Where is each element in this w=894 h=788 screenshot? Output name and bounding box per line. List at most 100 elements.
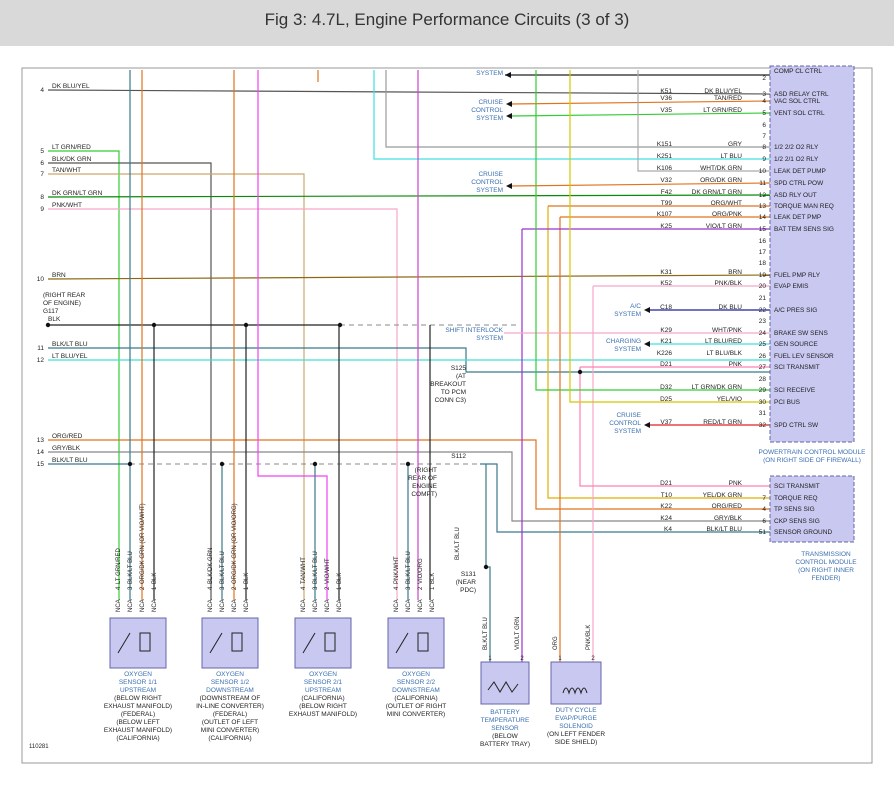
sensor-wire-label: BLK/LT BLU	[220, 551, 226, 584]
sensor-wire-label: BLK	[337, 573, 343, 584]
tcm-title: TRANSMISSION	[801, 551, 851, 558]
sensor-wire-label: PNK/WHT	[394, 556, 400, 584]
wire-color-label: ORG/WHT	[711, 200, 742, 207]
pin-number: 26	[759, 353, 767, 360]
batt-sensor-label: (BELOW	[492, 733, 519, 740]
pin-number: 6	[762, 122, 766, 129]
wire-color-label: WHT/PNK	[712, 327, 743, 334]
sensor-wire-label: BLK	[430, 573, 436, 584]
sensor-wire-label: BLK/DK GRN	[208, 548, 214, 584]
sensor-pin-number: 4	[208, 586, 214, 590]
sensor-pin-number: 2	[325, 586, 331, 590]
splice-label-s131: S131	[461, 571, 477, 578]
connector-nca-label: NCA	[301, 599, 307, 612]
wire-lt-grn-red	[48, 150, 120, 600]
sensor-wire-label: BLK/LT BLU	[128, 551, 134, 584]
system-label-sys-cruise2: CRUISE	[478, 171, 503, 178]
pin-function: TORQUE REQ	[774, 495, 818, 502]
sensor-label-o2-21: OXYGEN	[309, 671, 337, 678]
thermistor-icon	[487, 681, 519, 693]
left-pin-wire-label: LT BLU/YEL	[52, 353, 88, 360]
sensor-pin-number: 3	[128, 586, 134, 590]
splice-wire-label: BLK/LT BLU	[455, 527, 461, 560]
sensor-label-o2-21: (CALIFORNIA)	[301, 695, 344, 702]
pin-function: TORQUE MAN REQ	[774, 203, 834, 210]
wire-color-label: YEL/DK GRN	[703, 492, 743, 499]
pin-number: 12	[759, 192, 767, 199]
pin-function: SCI TRANSMIT	[774, 364, 820, 371]
wire-color-label: RED/LT GRN	[703, 419, 742, 426]
batt-sensor-label: BATTERY	[490, 709, 520, 716]
arrow-icon	[644, 422, 650, 428]
connector-nca-label: NCA	[418, 599, 424, 612]
sensor-element-icon	[302, 632, 316, 654]
sensor-label-o2-11: EXHAUST MANIFOLD)	[104, 727, 172, 734]
pin-function: SPD CTRL SW	[774, 422, 819, 429]
wire-color-label: DK BLU	[719, 304, 743, 311]
wire-gry-blk	[48, 451, 770, 522]
pin-number: 2	[762, 75, 766, 82]
pin-function: PCI BUS	[774, 399, 801, 406]
left-pin-number: 13	[37, 437, 45, 444]
sensor-label-o2-21: SENSOR 2/1	[304, 679, 343, 686]
splice-label-s112-note: ENGINE	[412, 483, 438, 490]
wire-pnk-tcm	[579, 367, 770, 487]
pin-number: 32	[759, 422, 767, 429]
pcm-module	[769, 65, 855, 443]
system-label-sys-ac: SYSTEM	[614, 311, 641, 318]
wire-pnk-wht	[48, 208, 398, 600]
heater-icon	[417, 632, 429, 652]
pin-number: 30	[759, 399, 767, 406]
sensor-label-o2-12: DOWNSTREAM	[206, 687, 254, 694]
connector-nca-label: NCA	[128, 599, 134, 612]
wire-lt-grn-red-v35	[509, 112, 771, 117]
splice-label-s125: BREAKOUT	[430, 381, 466, 388]
pin-function: SCI RECEIVE	[774, 387, 816, 394]
splice-s125-dot	[577, 369, 583, 375]
sensor-label-o2-21: UPSTREAM	[305, 687, 341, 694]
circuit-code: C18	[660, 304, 672, 311]
circuit-code: D21	[660, 361, 672, 368]
circuit-code: K251	[657, 153, 673, 160]
wire-tan-wht	[48, 173, 305, 600]
circuit-code: K22	[660, 503, 672, 510]
connector-nca-label: NCA	[116, 599, 122, 612]
page-title: Fig 3: 4.7L, Engine Performance Circuits…	[264, 10, 630, 29]
pin-number: 22	[759, 307, 767, 314]
pin-number: 13	[759, 203, 767, 210]
arrow-icon	[506, 101, 512, 107]
wire-yel-vio	[569, 70, 770, 403]
wire-dk-grn-lt-grn	[47, 194, 771, 198]
left-pin-wire-label: TAN/WHT	[52, 167, 81, 174]
system-label-sys-cruise2: CONTROL	[471, 179, 503, 186]
sensor-wire-label: VIO/WHT	[325, 558, 331, 584]
sensor-label-o2-12: (CALIFORNIA)	[208, 735, 251, 742]
arrow-icon	[505, 72, 511, 78]
circuit-code: V37	[660, 419, 672, 426]
circuit-code: K226	[657, 350, 673, 357]
pin-number: 20	[759, 283, 767, 290]
wire-org-dk-grn	[509, 182, 771, 187]
splice-dot	[405, 461, 411, 467]
left-pin-wire-label: DK BLU/YEL	[52, 83, 90, 90]
splice-label-s131: PDC)	[460, 587, 476, 594]
wire-color-label: ORG/RED	[712, 503, 743, 510]
heater-icon	[231, 632, 243, 652]
evap-label: (ON LEFT FENDER	[547, 731, 605, 738]
arrow-icon	[644, 307, 650, 313]
splice-dot	[151, 322, 157, 328]
pin-number: 25	[759, 341, 767, 348]
circuit-code: D25	[660, 396, 672, 403]
splice-label-s125: CONN C3)	[435, 397, 466, 404]
pin-number: 19	[759, 272, 767, 279]
arrow-icon	[644, 341, 650, 347]
sensor-wire-label: BLK/LT BLU	[313, 551, 319, 584]
left-pin-number: 12	[37, 357, 45, 364]
pin-function: CKP SENS SIG	[774, 518, 820, 525]
pin-number: 11	[759, 180, 766, 187]
circuit-code: K4	[664, 526, 672, 533]
splice-label-g117: OF ENGINE)	[43, 300, 81, 307]
sensor-wire-label: ORG/DK GRN (OR VIO/WHT)	[140, 503, 146, 584]
arrow-icon	[506, 113, 512, 119]
system-label-sys-charging: SYSTEM	[614, 346, 641, 353]
